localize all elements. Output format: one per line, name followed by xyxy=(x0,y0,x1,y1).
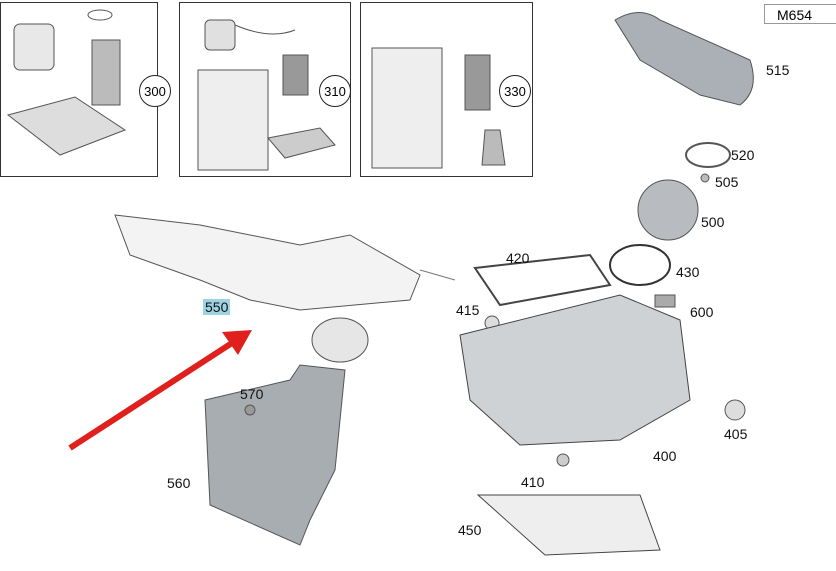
label-450[interactable]: 450 xyxy=(458,522,482,538)
intake-resonator xyxy=(311,317,369,363)
label-550-highlighted[interactable]: 550 xyxy=(203,299,231,315)
resonator-560 xyxy=(204,364,346,546)
intake-duct-515 xyxy=(614,12,754,106)
intake-assembly-550 xyxy=(114,214,421,311)
air-filter-housing-400 xyxy=(459,294,691,446)
label-520[interactable]: 520 xyxy=(731,147,755,163)
label-505[interactable]: 505 xyxy=(715,174,739,190)
grommet-405 xyxy=(724,399,746,421)
inset-box-330 xyxy=(360,2,533,177)
callout-330[interactable]: 330 xyxy=(499,75,531,107)
fuel-filter-drawing xyxy=(6,9,127,156)
sensor-600 xyxy=(654,294,676,308)
engine-code-label: M654 xyxy=(764,4,836,24)
filter-set-310-drawing xyxy=(197,19,336,171)
label-405[interactable]: 405 xyxy=(724,426,748,442)
gasket-420 xyxy=(473,253,612,307)
clamp-520 xyxy=(685,142,731,168)
callout-300[interactable]: 300 xyxy=(139,75,171,107)
screw-505 xyxy=(700,173,710,183)
label-500[interactable]: 500 xyxy=(701,214,725,230)
label-410[interactable]: 410 xyxy=(521,474,545,490)
callout-310[interactable]: 310 xyxy=(319,75,351,107)
label-600[interactable]: 600 xyxy=(690,304,714,320)
sensor-500 xyxy=(637,179,699,241)
cap-570 xyxy=(244,404,256,416)
label-430[interactable]: 430 xyxy=(676,264,700,280)
label-560[interactable]: 560 xyxy=(167,475,191,491)
seal-430 xyxy=(609,244,671,286)
red-arrow-icon xyxy=(68,330,252,451)
label-515[interactable]: 515 xyxy=(766,62,790,78)
label-400[interactable]: 400 xyxy=(653,448,677,464)
filter-element-450 xyxy=(476,494,661,556)
label-415[interactable]: 415 xyxy=(456,302,480,318)
label-420[interactable]: 420 xyxy=(506,250,530,266)
grommet-410 xyxy=(556,453,570,467)
filter-set-330-drawing xyxy=(371,47,506,169)
label-570[interactable]: 570 xyxy=(240,386,264,402)
